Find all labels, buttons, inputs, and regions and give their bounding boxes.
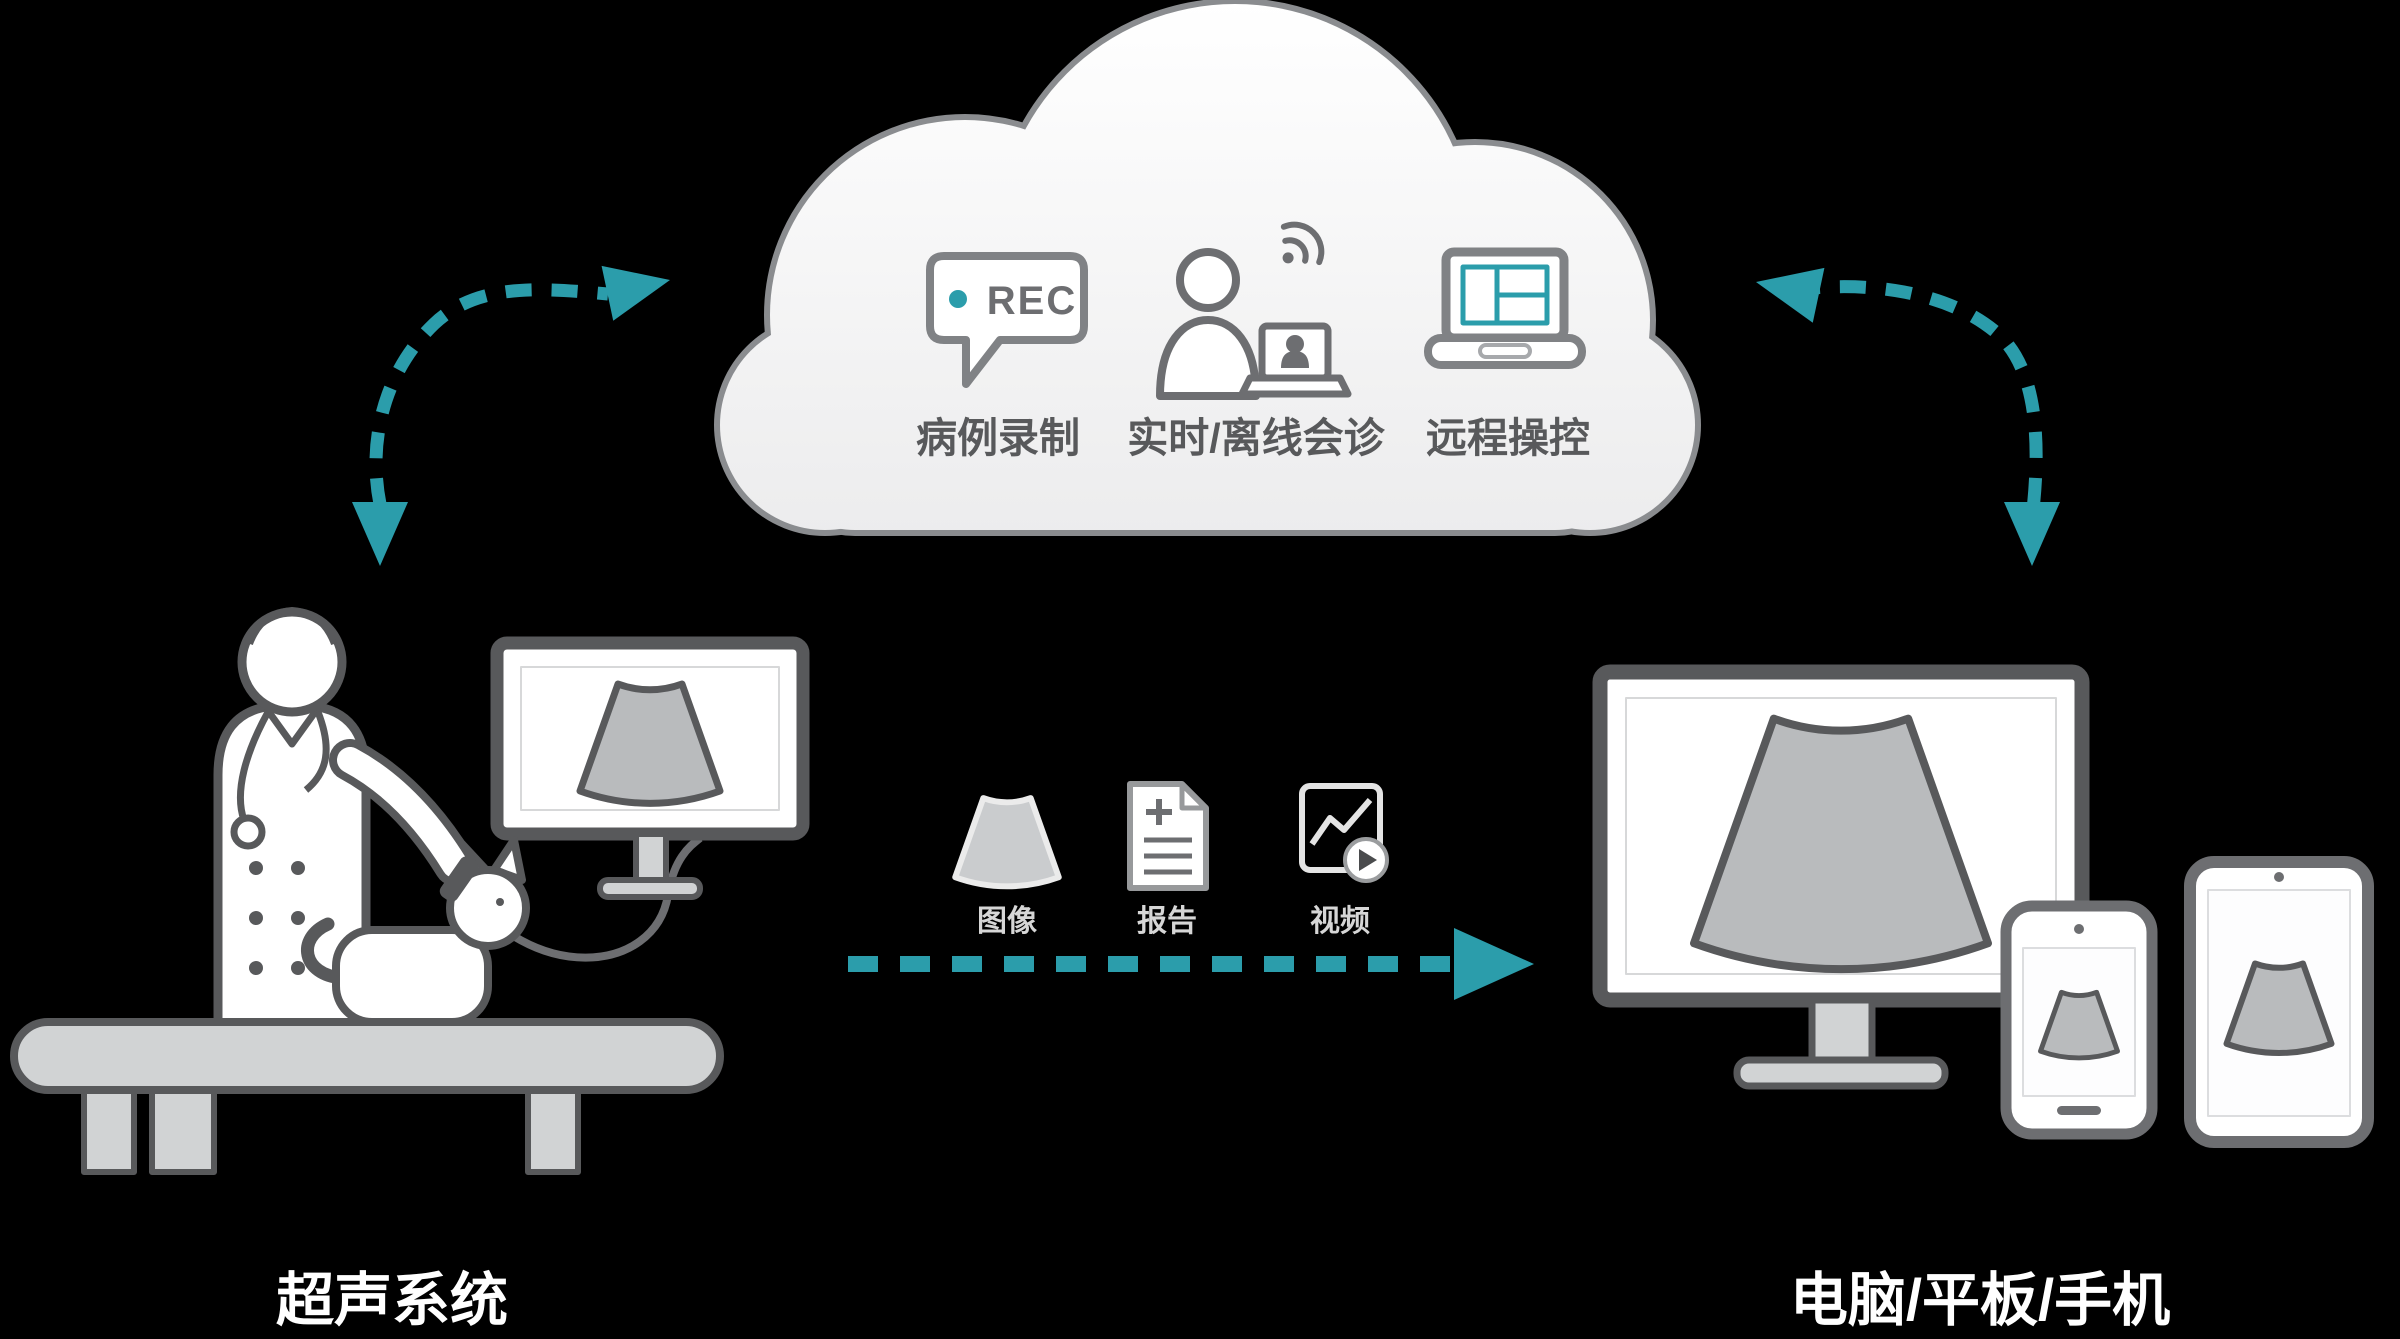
- camera-dot-icon: [2074, 924, 2084, 934]
- video-play-icon: [1299, 783, 1389, 883]
- arrowhead-icon: [352, 502, 408, 566]
- cat-eye: [496, 898, 504, 906]
- table-top: [10, 1018, 724, 1094]
- cloud-feature-label-remote: 远程操控: [1426, 415, 1590, 461]
- right-cloud-arrow: [1756, 267, 2060, 566]
- tablet-device: [2184, 856, 2374, 1148]
- transfer-label-video: 视频: [1310, 905, 1370, 938]
- remote-control-laptop-icon: [1424, 247, 1586, 369]
- table-leg: [525, 1083, 581, 1175]
- left-cloud-arrow: [352, 265, 670, 566]
- camera-dot-icon: [2274, 872, 2284, 882]
- arrowhead-icon: [601, 265, 670, 321]
- exam-table: [10, 1018, 724, 1175]
- arrowhead-icon: [1756, 267, 1825, 323]
- vet-legs: [149, 1083, 217, 1175]
- transfer-group: 图像 报告 视频: [848, 781, 1534, 1000]
- cloud-feature-label-recording: 病例录制: [916, 415, 1080, 461]
- cat-tail: [301, 917, 349, 985]
- veterinarian-figure: [213, 607, 371, 1045]
- arrowhead-icon: [1454, 928, 1534, 1000]
- stethoscope-icon: [303, 710, 330, 793]
- mini-laptop-icon: [1238, 322, 1352, 398]
- stethoscope-icon: [236, 710, 272, 822]
- transfer-arrow: [848, 928, 1534, 1000]
- consultation-person-icon: [1156, 221, 1352, 400]
- ultrasound-monitor: [490, 636, 810, 900]
- transfer-label-image: 图像: [977, 905, 1037, 938]
- phone-device: [2000, 900, 2158, 1140]
- stethoscope-chestpiece: [230, 814, 266, 850]
- transfer-label-report: 报告: [1137, 905, 1197, 938]
- ultrasound-system-scene: [10, 607, 810, 1175]
- home-bar-icon: [2057, 1106, 2101, 1115]
- rec-text: REC: [987, 279, 1077, 323]
- desktop-monitor: [1592, 664, 2090, 1090]
- devices-scene: [1592, 664, 2374, 1148]
- wifi-icon: [1280, 221, 1325, 266]
- arrowhead-icon: [2004, 502, 2060, 566]
- scanning-arm: [329, 739, 479, 902]
- rec-dot: [949, 290, 967, 308]
- cat-body: [332, 926, 492, 1026]
- devices-label: 电脑/平板/手机: [1790, 1268, 2170, 1333]
- vet-hair: [247, 607, 337, 646]
- rec-record-icon: REC: [926, 252, 1088, 388]
- coat-buttons: [249, 861, 305, 975]
- cat-head: [446, 866, 530, 950]
- report-document-icon: [1127, 781, 1209, 891]
- cloud-feature-label-consultation: 实时/离线会诊: [1127, 415, 1385, 461]
- ultrasound-probe-icon: [439, 856, 479, 902]
- collar: [263, 705, 321, 748]
- table-leg: [81, 1083, 137, 1175]
- ultrasound-system-label: 超声系统: [276, 1268, 508, 1333]
- ultrasound-image-icon: [955, 798, 1059, 886]
